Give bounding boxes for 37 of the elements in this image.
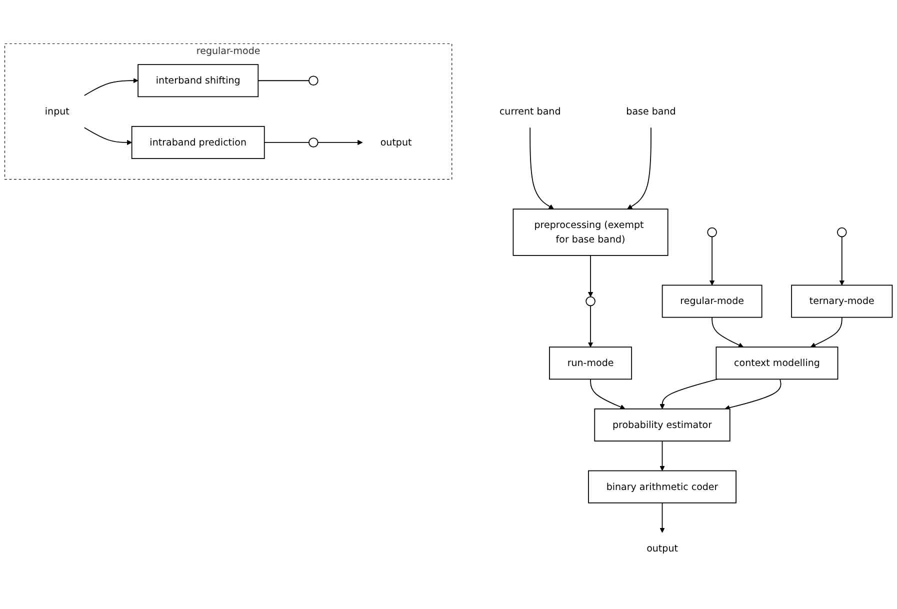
node-circle xyxy=(308,138,318,148)
node-text: current band xyxy=(499,106,561,118)
node-text: input xyxy=(44,106,70,118)
arrow xyxy=(724,378,782,411)
arrow xyxy=(660,440,665,472)
arrow xyxy=(660,502,665,534)
node-box: intraband prediction xyxy=(131,126,265,160)
arrow xyxy=(588,306,594,348)
arrow xyxy=(839,236,845,286)
node-circle xyxy=(586,296,596,306)
arrow xyxy=(84,78,138,96)
arrow xyxy=(810,317,842,348)
arrow xyxy=(530,127,554,210)
node-text: output xyxy=(380,136,412,148)
node-circle xyxy=(707,228,717,238)
node-box: ternary-mode xyxy=(791,285,893,318)
node-circle xyxy=(308,76,318,86)
node-box: regular-mode xyxy=(662,285,762,318)
arrow xyxy=(588,255,594,298)
arrow xyxy=(590,378,626,410)
connector xyxy=(264,142,310,144)
arrow xyxy=(712,317,744,348)
connector xyxy=(258,80,310,82)
node-text: base band xyxy=(626,106,676,118)
node-text: output xyxy=(646,542,678,554)
node-box: interband shifting xyxy=(138,64,259,98)
node-box: binary arithmetic coder xyxy=(588,470,736,504)
arrow xyxy=(84,127,132,146)
node-box: context modelling xyxy=(716,346,838,380)
node-box: probability estimator xyxy=(594,408,730,442)
arrow xyxy=(627,127,652,210)
arrow xyxy=(709,236,715,286)
arrow xyxy=(660,378,718,410)
arrow xyxy=(317,140,363,146)
node-box: run-mode xyxy=(549,346,632,380)
node-circle xyxy=(837,228,847,238)
node-box: preprocessing (exempt for base band) xyxy=(512,208,668,256)
